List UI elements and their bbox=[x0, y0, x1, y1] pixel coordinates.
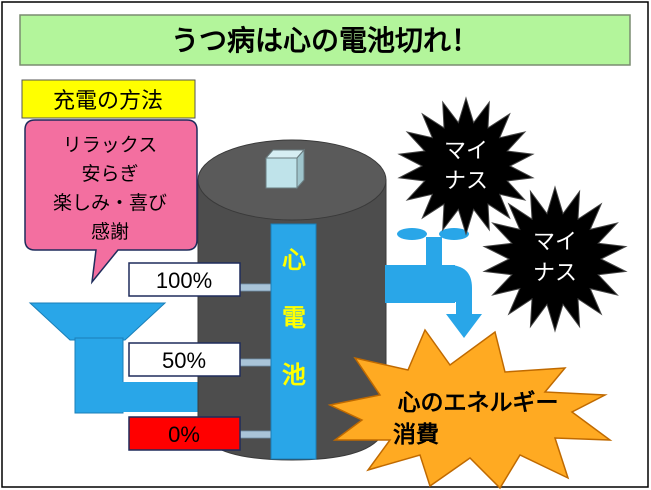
cube-side bbox=[296, 148, 305, 190]
minus-burst-2 bbox=[482, 185, 628, 333]
charge-item: 楽しみ・喜び bbox=[53, 192, 167, 214]
level-50-box bbox=[128, 342, 241, 377]
faucet-stem bbox=[426, 237, 442, 269]
battery-char-2: 電 bbox=[282, 304, 306, 332]
faucet-outlet bbox=[446, 265, 482, 338]
page-title: うつ病は心の電池切れ！ bbox=[171, 24, 479, 57]
battery-char-3: 池 bbox=[282, 361, 306, 389]
cube-front bbox=[265, 157, 298, 189]
battery-column bbox=[270, 223, 317, 460]
minus-burst-1 bbox=[397, 96, 535, 236]
energy-consumption-line1: 心のエネルギー bbox=[398, 390, 559, 416]
charge-item: 感謝 bbox=[91, 221, 129, 243]
title-banner bbox=[19, 14, 631, 66]
charge-item: リラックス bbox=[63, 134, 157, 156]
level-0-box bbox=[128, 416, 241, 451]
energy-consumption-line2: 消費 bbox=[393, 422, 439, 448]
faucet-handle-right bbox=[439, 228, 469, 240]
charge-item: 安らぎ bbox=[81, 163, 138, 185]
minus-burst-2-line2: ナス bbox=[533, 261, 577, 286]
charge-bubble bbox=[24, 119, 198, 285]
faucet-pipe bbox=[385, 265, 455, 303]
faucet-handle-left bbox=[397, 228, 427, 240]
minus-burst-1-line2: ナス bbox=[444, 169, 488, 194]
charge-method-box bbox=[21, 79, 196, 119]
funnel-spout bbox=[74, 337, 124, 414]
charge-method-label: 充電の方法 bbox=[53, 88, 163, 113]
level-0-label: 0% bbox=[168, 422, 200, 447]
minus-burst-1-line1: マイ bbox=[444, 139, 488, 164]
level-50-label: 50% bbox=[162, 348, 206, 373]
level-100-box bbox=[128, 262, 241, 297]
minus-burst-2-line1: マイ bbox=[533, 230, 577, 255]
battery-char-1: 心 bbox=[282, 246, 306, 274]
funnel-top bbox=[28, 302, 167, 341]
level-100-label: 100% bbox=[156, 268, 212, 293]
energy-consumption-burst bbox=[327, 328, 613, 490]
